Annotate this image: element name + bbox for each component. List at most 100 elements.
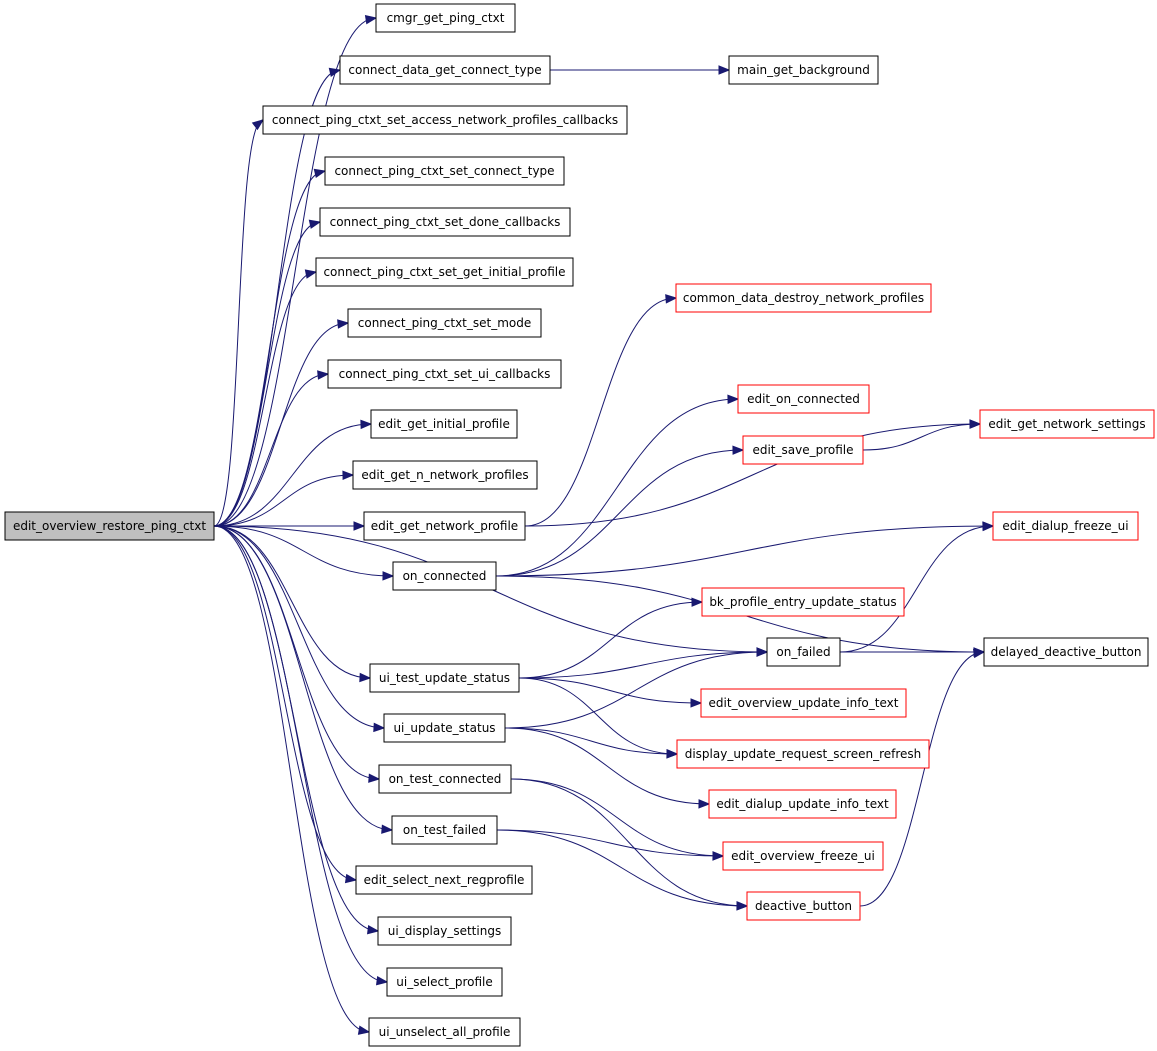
node-label: ui_unselect_all_profile	[379, 1025, 511, 1039]
arrowhead	[736, 901, 749, 911]
node-on_connected[interactable]: on_connected	[392, 561, 497, 591]
node-ui_display_settings[interactable]: ui_display_settings	[377, 916, 512, 946]
node-on_test_connected[interactable]: on_test_connected	[378, 764, 512, 794]
node-label: ui_update_status	[393, 721, 495, 735]
edge-edit_overview_restore_ping_ctxt-to-on_test_connected	[213, 525, 380, 780]
edge-edit_overview_restore_ping_ctxt-to-edit_get_n_network_profiles	[213, 474, 354, 527]
node-edit_overview_freeze_ui[interactable]: edit_overview_freeze_ui	[722, 841, 884, 871]
node-label: edit_on_connected	[747, 392, 860, 406]
node-edit_get_initial_profile[interactable]: edit_get_initial_profile	[370, 409, 518, 439]
node-on_failed[interactable]: on_failed	[766, 637, 841, 667]
edge-edit_get_network_profile-to-common_data_destroy_network_profiles	[524, 297, 677, 527]
edge-edit_overview_restore_ping_ctxt-to-edit_get_initial_profile	[213, 423, 372, 527]
edge-ui_update_status-to-on_failed	[504, 651, 768, 729]
node-deactive_button[interactable]: deactive_button	[746, 891, 861, 921]
edge-ui_test_update_status-to-display_update_request_screen_refresh	[518, 677, 678, 755]
node-main_get_background[interactable]: main_get_background	[728, 55, 879, 85]
arrowhead	[969, 419, 982, 429]
node-common_data_destroy_network_profiles[interactable]: common_data_destroy_network_profiles	[675, 283, 932, 313]
node-label: cmgr_get_ping_ctxt	[387, 11, 505, 25]
edge-edit_overview_restore_ping_ctxt-to-cmgr_get_ping_ctxt	[213, 17, 377, 527]
edge-on_connected-to-edit_on_connected	[495, 398, 739, 577]
node-label: deactive_button	[755, 899, 852, 913]
edge-ui_test_update_status-to-on_failed	[518, 651, 768, 679]
node-label: delayed_deactive_button	[991, 645, 1142, 659]
node-edit_overview_restore_ping_ctxt[interactable]: edit_overview_restore_ping_ctxt	[4, 511, 215, 541]
edge-edit_save_profile-to-edit_get_network_settings	[862, 423, 981, 451]
node-connect_ping_ctxt_set_access_network_profiles_callbacks[interactable]: connect_ping_ctxt_set_access_network_pro…	[262, 105, 628, 135]
edge-edit_overview_restore_ping_ctxt-to-connect_ping_ctxt_set_get_initial_profile	[213, 271, 317, 527]
edge-on_failed-to-edit_dialup_freeze_ui	[839, 525, 994, 653]
node-label: edit_get_network_settings	[988, 417, 1145, 431]
node-edit_get_n_network_profiles[interactable]: edit_get_n_network_profiles	[352, 460, 538, 490]
node-edit_get_network_settings[interactable]: edit_get_network_settings	[979, 409, 1155, 439]
edge-on_test_connected-to-edit_overview_freeze_ui	[510, 778, 724, 857]
node-ui_test_update_status[interactable]: ui_test_update_status	[369, 663, 520, 693]
node-label: connect_ping_ctxt_set_done_callbacks	[330, 215, 561, 229]
arrowhead	[366, 925, 380, 935]
arrowhead	[382, 571, 395, 581]
arrowhead	[328, 67, 342, 77]
node-label: common_data_destroy_network_profiles	[683, 291, 924, 305]
arrowhead	[690, 698, 703, 708]
arrowhead	[982, 521, 995, 532]
node-display_update_request_screen_refresh[interactable]: display_update_request_screen_refresh	[676, 739, 930, 769]
node-label: edit_get_initial_profile	[378, 417, 510, 431]
node-label: connect_ping_ctxt_set_mode	[358, 316, 532, 330]
edge-ui_update_status-to-display_update_request_screen_refresh	[504, 727, 678, 755]
edge-on_connected-to-edit_dialup_freeze_ui	[495, 525, 994, 577]
edge-edit_overview_restore_ping_ctxt-to-ui_select_profile	[213, 525, 388, 983]
edge-edit_overview_restore_ping_ctxt-to-connect_ping_ctxt_set_connect_type	[213, 170, 326, 527]
edge-deactive_button-to-delayed_deactive_button	[859, 651, 985, 907]
node-label: edit_overview_restore_ping_ctxt	[13, 519, 206, 533]
arrowhead	[337, 319, 350, 329]
node-edit_dialup_update_info_text[interactable]: edit_dialup_update_info_text	[708, 789, 897, 819]
node-on_test_failed[interactable]: on_test_failed	[391, 815, 498, 845]
arrowhead	[756, 647, 769, 657]
node-edit_on_connected[interactable]: edit_on_connected	[737, 384, 870, 414]
node-label: edit_save_profile	[752, 443, 853, 457]
arrowhead	[357, 1025, 371, 1035]
node-ui_update_status[interactable]: ui_update_status	[383, 713, 506, 743]
node-label: connect_ping_ctxt_set_get_initial_profil…	[323, 265, 565, 279]
node-edit_dialup_freeze_ui[interactable]: edit_dialup_freeze_ui	[992, 511, 1139, 541]
arrowhead	[375, 976, 389, 986]
node-edit_get_network_profile[interactable]: edit_get_network_profile	[363, 511, 526, 541]
node-label: on_test_failed	[403, 823, 486, 837]
node-connect_data_get_connect_type[interactable]: connect_data_get_connect_type	[339, 55, 551, 85]
node-ui_select_profile[interactable]: ui_select_profile	[386, 967, 503, 997]
nodes-layer: edit_overview_restore_ping_ctxt cmgr_get…	[4, 3, 1155, 1047]
node-edit_select_next_regprofile[interactable]: edit_select_next_regprofile	[355, 865, 533, 895]
node-connect_ping_ctxt_set_mode[interactable]: connect_ping_ctxt_set_mode	[347, 308, 542, 338]
node-label: bk_profile_entry_update_status	[709, 595, 896, 609]
node-label: on_connected	[403, 569, 487, 583]
arrowhead	[353, 521, 366, 531]
node-label: on_failed	[776, 645, 830, 659]
node-connect_ping_ctxt_set_ui_callbacks[interactable]: connect_ping_ctxt_set_ui_callbacks	[327, 359, 562, 389]
arrowhead	[342, 470, 355, 480]
edge-ui_test_update_status-to-bk_profile_entry_update_status	[518, 601, 703, 679]
node-bk_profile_entry_update_status[interactable]: bk_profile_entry_update_status	[701, 587, 905, 617]
node-label: connect_data_get_connect_type	[348, 63, 541, 77]
arrowhead	[304, 269, 318, 279]
node-edit_overview_update_info_text[interactable]: edit_overview_update_info_text	[700, 688, 907, 718]
edge-edit_overview_restore_ping_ctxt-to-connect_ping_ctxt_set_done_callbacks	[213, 221, 321, 527]
edge-edit_overview_restore_ping_ctxt-to-ui_unselect_all_profile	[213, 525, 370, 1033]
node-connect_ping_ctxt_set_done_callbacks[interactable]: connect_ping_ctxt_set_done_callbacks	[319, 207, 571, 237]
arrowhead	[698, 799, 711, 809]
arrowhead	[344, 873, 358, 884]
node-connect_ping_ctxt_set_get_initial_profile[interactable]: connect_ping_ctxt_set_get_initial_profil…	[315, 257, 574, 287]
arrowhead	[666, 749, 679, 759]
arrowhead	[373, 722, 386, 733]
edge-edit_overview_restore_ping_ctxt-to-connect_ping_ctxt_set_access_network_profiles_callbacks	[213, 119, 264, 527]
node-edit_save_profile[interactable]: edit_save_profile	[742, 435, 864, 465]
arrowhead	[712, 851, 725, 861]
node-cmgr_get_ping_ctxt[interactable]: cmgr_get_ping_ctxt	[375, 3, 516, 33]
arrowhead	[972, 648, 986, 659]
edge-ui_update_status-to-edit_dialup_update_info_text	[504, 727, 710, 805]
node-delayed_deactive_button[interactable]: delayed_deactive_button	[983, 637, 1149, 667]
node-connect_ping_ctxt_set_connect_type[interactable]: connect_ping_ctxt_set_connect_type	[324, 156, 565, 186]
node-ui_unselect_all_profile[interactable]: ui_unselect_all_profile	[368, 1017, 521, 1047]
edge-on_test_failed-to-deactive_button	[496, 829, 748, 907]
